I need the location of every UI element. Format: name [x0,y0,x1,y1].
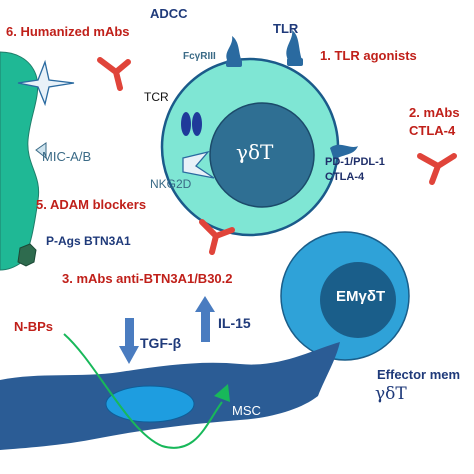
antibody-icon [417,153,457,185]
tgf-beta-label: TGF-β [140,335,182,351]
mabs-ctla4-label-line2: CTLA-4 [409,123,456,138]
il15-label: IL-15 [218,315,251,331]
msc-nucleus [105,385,195,423]
tumor-cell [0,51,40,271]
fcgriii-receptor-icon [226,36,242,67]
curved-arrow-icon [63,333,223,449]
adam-blockers-label: 5. ADAM blockers [36,197,147,212]
msc-label: MSC [232,403,261,418]
n-bps-label: N-BPs [14,319,54,334]
nkg2d-label: NKG2D [150,177,192,191]
arrow-up-icon [195,296,215,342]
humanized-mabs-label: 6. Humanized mAbs [6,24,130,39]
effector-memory-label-line1: Effector mem [377,367,461,382]
pd1-label-line2: CTLA-4 [325,171,365,183]
tcr-receptor-icon [181,112,202,136]
adcc-label: ADCC [150,6,188,21]
pd1-receptor-icon [330,144,358,160]
mabs-ctla4-label-line1: 2. mAbs [409,105,460,120]
gdt-nucleus [209,102,315,208]
tlr-receptor-icon [286,30,303,66]
nkg2d-receptor-icon [182,150,215,179]
tlr-agonists-label: 1. TLR agonists [320,48,417,63]
mic-ab-marker [35,142,47,160]
em-gdt-label: EMγδT [336,288,386,305]
curved-arrow-head [214,384,230,402]
antibody-icon [97,57,131,91]
gdt-label: γδT [236,140,274,164]
antibody-icon [199,219,235,255]
tlr-label: TLR [273,21,299,36]
pd1-label-line1: PD-1/PDL-1 [325,156,385,168]
mic-ab-label: MIC-A/B [42,149,92,164]
em-gdt-nucleus [320,262,396,338]
fcgriii-label: FcγRIII [183,51,216,62]
pags-btn3a1-label: P-Ags BTN3A1 [46,234,131,248]
btn3a1-icon [17,243,37,267]
arrow-down-icon [119,318,139,364]
effector-memory-label-line2: γδT [375,384,407,404]
tcr-label: TCR [144,90,169,104]
mabs-anti-btn3a1-label: 3. mAbs anti-BTN3A1/B30.2 [62,271,233,286]
mic-star-icon [17,59,75,107]
